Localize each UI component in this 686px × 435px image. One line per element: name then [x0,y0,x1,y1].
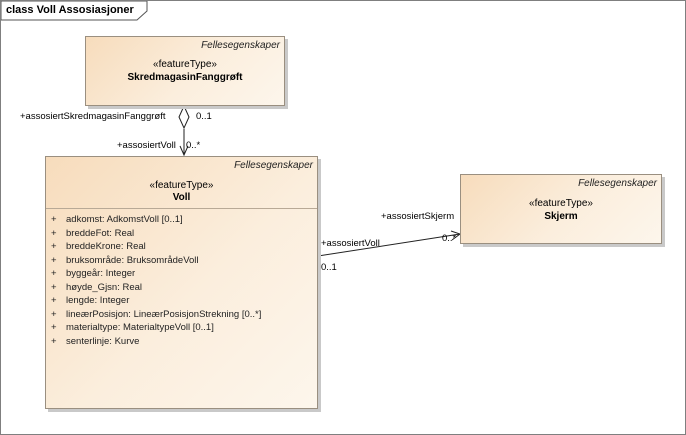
class-skredmagasinfanggroft[interactable]: Fellesegenskaper «featureType» Skredmaga… [85,36,285,106]
attribute-item[interactable]: +materialtype: MaterialtypeVoll [0..1] [51,322,214,333]
multiplicity-label: 0..1 [196,111,212,122]
attribute-divider [46,208,317,209]
attribute-item[interactable]: +adkomst: AdkomstVoll [0..1] [51,214,183,225]
package-label: Fellesegenskaper [234,160,313,171]
class-voll[interactable]: Fellesegenskaper «featureType» Voll +adk… [45,156,318,409]
attribute-item[interactable]: +bruksområde: BruksområdeVoll [51,254,199,266]
package-label: Fellesegenskaper [578,178,657,189]
attribute-item[interactable]: +lengde: Integer [51,295,130,306]
role-label-assosiert-voll: +assosiertVoll [321,238,380,249]
attribute-item[interactable]: +byggeår: Integer [51,268,136,279]
stereotype-label: «featureType» [153,59,217,70]
class-skjerm[interactable]: Fellesegenskaper «featureType» Skjerm [460,174,662,244]
attribute-item[interactable]: +lineærPosisjon: LineærPosisjonStrekning… [51,308,262,320]
attribute-list: +adkomst: AdkomstVoll [0..1] +breddeFot:… [51,213,261,348]
class-name: SkredmagasinFanggrøft [127,72,243,83]
arrowhead-icon [179,145,189,157]
attribute-item[interactable]: +breddeKrone: Real [51,241,146,252]
diagram-title-tab [1,1,148,21]
role-label-assosiert-skredmagasin: +assosiertSkredmagasinFanggrøft [20,111,166,122]
attribute-item[interactable]: +høyde_Gjsn: Real [51,281,143,293]
stereotype-label: «featureType» [529,198,593,209]
role-label-assosiert-skjerm: +assosiertSkjerm [381,211,455,222]
package-label: Fellesegenskaper [201,40,280,51]
stereotype-label: «featureType» [149,180,214,191]
attribute-item[interactable]: +senterlinje: Kurve [51,335,140,347]
association-line-voll-skjerm [317,233,461,257]
multiplicity-label: 0..1 [321,262,337,273]
multiplicity-label: 0..* [186,140,201,151]
class-name: Skjerm [544,211,578,222]
role-label-assosiert-voll: +assosiertVoll [117,140,176,151]
diagram-title: class Voll Assosiasjoner [6,4,134,16]
class-name: Voll [172,192,191,203]
attribute-item[interactable]: +breddeFot: Real [51,227,135,239]
multiplicity-label: 0..* [442,233,457,244]
aggregation-diamond-icon [178,104,190,130]
